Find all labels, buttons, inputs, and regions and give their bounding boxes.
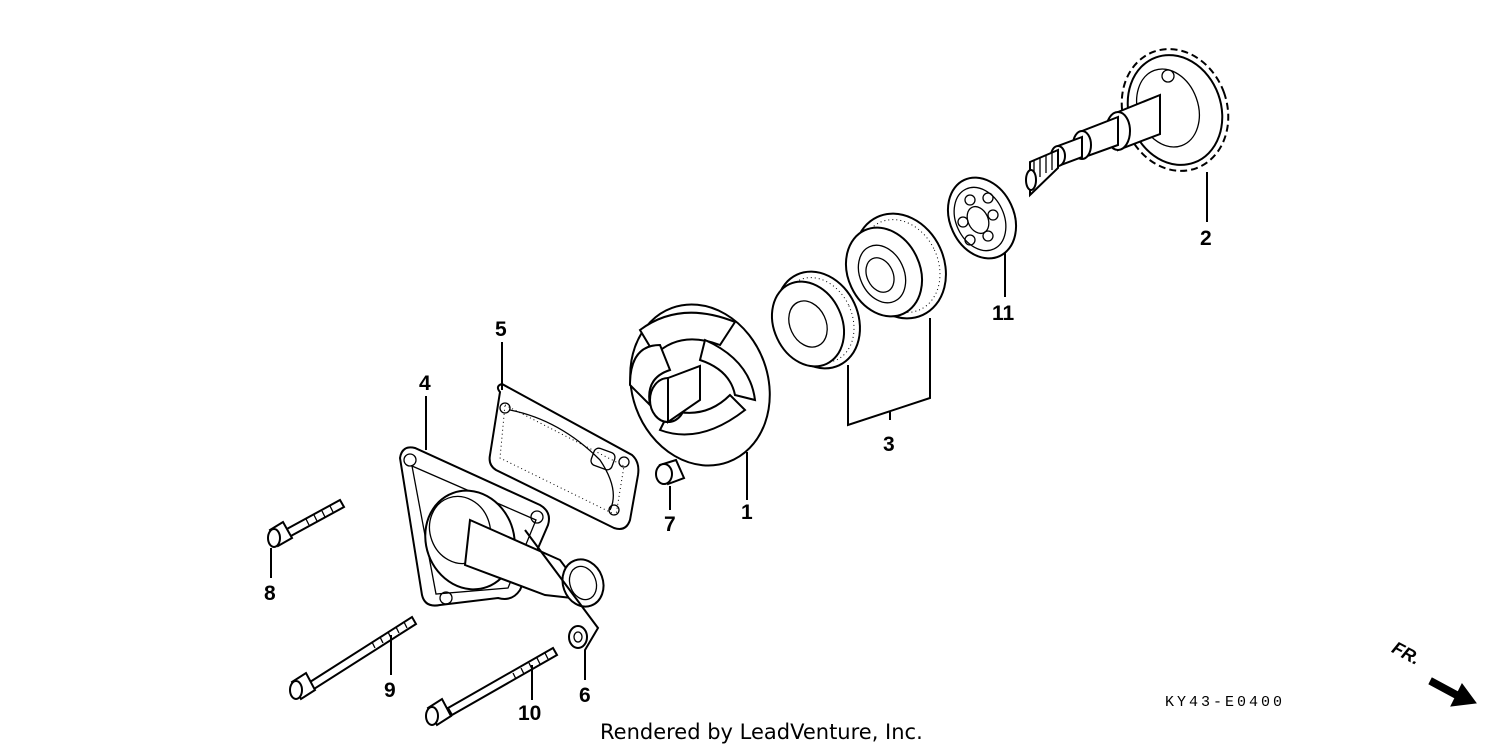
part-11-bearing[interactable]: [935, 166, 1029, 269]
front-direction-indicator: FR.: [1389, 638, 1477, 707]
callout-11[interactable]: 11: [992, 302, 1015, 325]
callout-4[interactable]: 4: [419, 372, 431, 395]
callout-6[interactable]: 6: [579, 684, 591, 707]
direction-label: FR.: [1389, 638, 1424, 669]
part-7-dowel-pin[interactable]: [655, 458, 686, 486]
part-4-pump-cover[interactable]: [398, 446, 610, 612]
callout-10[interactable]: 10: [518, 702, 541, 725]
callout-labels: 1 2 3 4 5 6 7 8 9 10 11: [264, 227, 1212, 725]
callout-2[interactable]: 2: [1200, 227, 1212, 250]
leader-lines: [270, 172, 1208, 700]
part-2-pump-shaft-gear[interactable]: [1025, 34, 1245, 198]
part-3-mechanical-seal[interactable]: [759, 198, 963, 382]
callout-9[interactable]: 9: [384, 679, 396, 702]
callout-7[interactable]: 7: [664, 513, 676, 536]
callout-1[interactable]: 1: [741, 501, 753, 524]
part-9-long-bolt[interactable]: [289, 615, 418, 701]
diagram-code: KY43-E0400: [1165, 694, 1285, 711]
arrow-right-down-icon: [1428, 677, 1477, 707]
part-1-impeller[interactable]: [608, 285, 792, 486]
callout-8[interactable]: 8: [264, 582, 276, 605]
callout-5[interactable]: 5: [495, 318, 507, 341]
part-6-washer[interactable]: [568, 625, 588, 649]
part-8-short-bolt[interactable]: [267, 498, 346, 548]
part-10-long-bolt[interactable]: [425, 646, 559, 727]
credit-text: Rendered by LeadVenture, Inc.: [600, 720, 923, 744]
callout-3[interactable]: 3: [883, 433, 895, 456]
part-5-gasket[interactable]: [488, 382, 640, 530]
